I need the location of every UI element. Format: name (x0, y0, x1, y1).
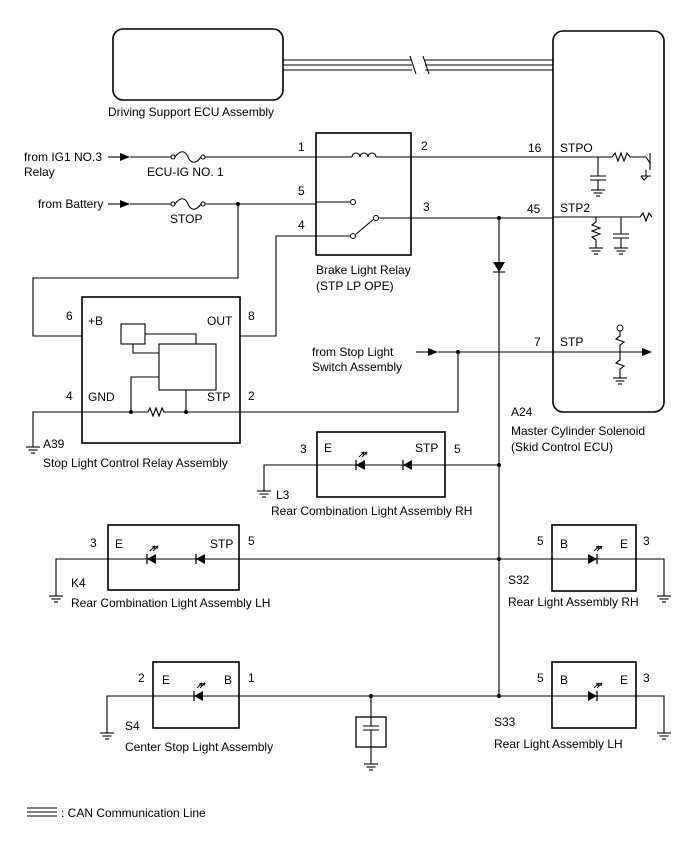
legend: : CAN Communication Line (27, 806, 206, 820)
mcs-stp2-label: STP2 (560, 201, 590, 215)
rclrh-e-label: E (324, 441, 332, 455)
rlrh-b-label: B (560, 537, 568, 551)
rllh-label: Rear Light Assembly LH (494, 737, 623, 751)
slc-gnd-label: GND (88, 390, 115, 404)
can-communication-line (283, 55, 553, 75)
master-cylinder-solenoid: A24 Master Cylinder Solenoid (Skid Contr… (511, 30, 665, 454)
rear-light-lh: 5 B E 3 S33 Rear Light Assembly LH (494, 661, 672, 751)
rllh-connector: S33 (494, 715, 516, 729)
mcs-pin-16: 16 (528, 141, 542, 155)
stop-switch-label-line1: from Stop Light (312, 345, 394, 359)
rcllh-pin-3: 3 (90, 536, 97, 550)
wire-battery-to-plusb (32, 204, 239, 337)
fuse-stop (170, 198, 206, 210)
driving-support-ecu-label: Driving Support ECU Assembly (108, 105, 274, 119)
mcs-pin-45: 45 (527, 202, 541, 216)
rlrh-e-label: E (620, 537, 628, 551)
rear-combination-light-rh: 3 E STP 5 L3 Rear Combination Light Asse… (256, 431, 499, 518)
csl-pin-1: 1 (248, 671, 255, 685)
slc-label: Stop Light Control Relay Assembly (43, 456, 228, 470)
rcllh-connector: K4 (71, 576, 86, 590)
rclrh-pin-5: 5 (454, 442, 461, 456)
rcllh-label: Rear Combination Light Assembly LH (71, 596, 270, 610)
battery-label: from Battery (38, 197, 103, 211)
rllh-pin-3: 3 (643, 671, 650, 685)
relay-pin-4: 4 (298, 218, 305, 232)
fuse-ecuig-label: ECU-IG NO. 1 (147, 165, 224, 179)
driving-support-ecu: Driving Support ECU Assembly (108, 28, 284, 119)
rear-light-rh: 5 B E 3 S32 Rear Light Assembly RH (499, 524, 672, 609)
wire-relay4-to-out (240, 235, 316, 337)
slc-connector: A39 (43, 437, 65, 451)
rear-combination-light-lh: 3 E STP 5 K4 Rear Combination Light Asse… (48, 524, 499, 610)
mcs-stpo-label: STPO (560, 141, 593, 155)
stop-switch-source: from Stop Light Switch Assembly 7 (240, 335, 553, 413)
relay-pin-3: 3 (423, 200, 430, 214)
slc-stp-label: STP (207, 390, 230, 404)
slc-plusb-label: +B (88, 314, 103, 328)
ig1-label-line1: from IG1 NO.3 (24, 150, 102, 164)
rllh-e-label: E (620, 673, 628, 687)
csl-connector: S4 (125, 719, 140, 733)
rlrh-pin-5: 5 (537, 534, 544, 548)
legend-can-label: : CAN Communication Line (61, 806, 206, 820)
brake-relay-label-line2: (STP LP OPE) (316, 279, 394, 293)
csl-b-label: B (224, 673, 232, 687)
csl-label: Center Stop Light Assembly (125, 740, 273, 754)
rclrh-stp-label: STP (415, 441, 438, 455)
rllh-b-label: B (560, 673, 568, 687)
mcs-pin-7: 7 (534, 335, 541, 349)
slc-pin-6: 6 (66, 309, 73, 323)
ig1-label-line2: Relay (24, 165, 55, 179)
stop-light-control-relay: 6 +B OUT 8 4 GND STP 2 A39 Stop Light Co… (25, 296, 255, 470)
brake-relay-label-line1: Brake Light Relay (316, 263, 411, 277)
fuse-ecu-ig-no1 (170, 151, 206, 163)
mcs-label-line1: Master Cylinder Solenoid (511, 424, 645, 438)
fuse-stop-label: STOP (170, 212, 202, 226)
noise-filter-capacitor (355, 694, 387, 771)
relay-pin-1: 1 (298, 140, 305, 154)
rlrh-connector: S32 (508, 573, 530, 587)
center-stop-light: 2 E B 1 S4 Center Stop Light Assembly (99, 661, 499, 754)
rcllh-pin-5: 5 (248, 534, 255, 548)
rlrh-label: Rear Light Assembly RH (508, 595, 639, 609)
rllh-pin-5: 5 (537, 671, 544, 685)
mcs-stp-label: STP (560, 335, 583, 349)
mcs-label-line2: (Skid Control ECU) (511, 440, 613, 454)
rclrh-pin-3: 3 (300, 442, 307, 456)
rclrh-label: Rear Combination Light Assembly RH (271, 504, 472, 518)
relay-pin-2: 2 (421, 139, 428, 153)
brake-light-relay: Brake Light Relay (STP LP OPE) 1 2 5 4 3 (298, 132, 430, 293)
rclrh-connector: L3 (276, 488, 290, 502)
relay-pin-5: 5 (298, 184, 305, 198)
battery-source: from Battery STOP (38, 197, 316, 226)
slc-out-label: OUT (207, 314, 233, 328)
stop-switch-label-line2: Switch Assembly (312, 360, 402, 374)
slc-pin-4: 4 (66, 389, 73, 403)
csl-e-label: E (162, 673, 170, 687)
csl-pin-2: 2 (138, 671, 145, 685)
rlrh-pin-3: 3 (643, 534, 650, 548)
mcs-connector: A24 (511, 405, 533, 419)
slc-pin-8: 8 (248, 309, 255, 323)
rcllh-e-label: E (115, 537, 123, 551)
rcllh-stp-label: STP (210, 537, 233, 551)
slc-pin-2: 2 (248, 389, 255, 403)
can-line-legend-icon (27, 807, 57, 817)
ig1-source: from IG1 NO.3 Relay ECU-IG NO. 1 (24, 150, 316, 179)
